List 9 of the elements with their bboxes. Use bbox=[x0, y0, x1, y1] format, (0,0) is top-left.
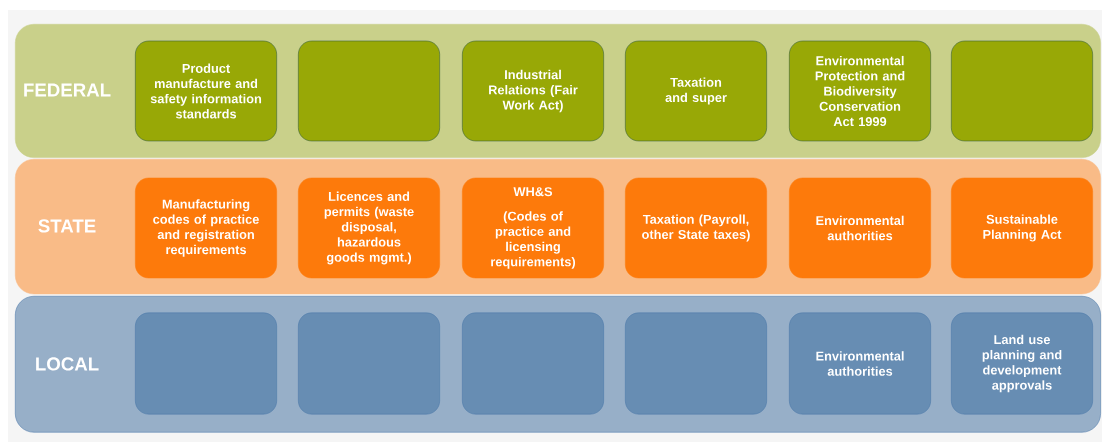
band-label: STATE bbox=[38, 219, 96, 233]
empty-box bbox=[298, 312, 440, 415]
band-label: LOCAL bbox=[36, 357, 99, 371]
empty-box bbox=[625, 312, 767, 415]
empty-box bbox=[951, 40, 1093, 142]
empty-box bbox=[135, 312, 277, 415]
band-label: FEDERAL bbox=[24, 83, 111, 97]
empty-box bbox=[298, 40, 440, 142]
empty-box bbox=[462, 312, 604, 415]
